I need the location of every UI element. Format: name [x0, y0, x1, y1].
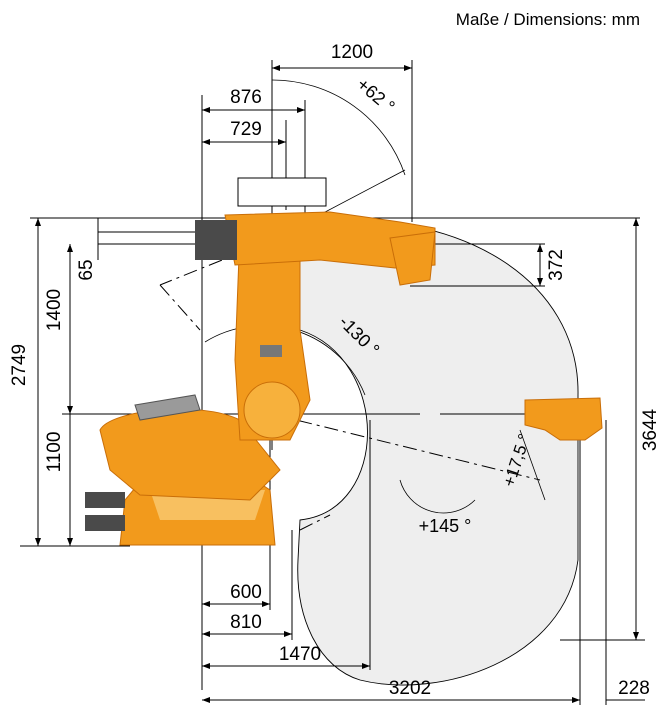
robot-upper-arm: [224, 211, 436, 269]
dim-65: 65: [76, 259, 97, 280]
dim-228: 228: [618, 678, 650, 699]
arm-label-plate: [260, 345, 282, 357]
dim-876: 876: [230, 87, 262, 108]
robot-wrist-extended: [524, 397, 603, 441]
joint-2: [243, 381, 301, 439]
dim-810: 810: [230, 612, 262, 633]
counterbalance: [134, 394, 201, 421]
base-motor-1: [85, 492, 125, 508]
angle-arcs: [159, 79, 546, 531]
dim-372: 372: [546, 249, 567, 281]
angle-plus-145: +145 °: [419, 516, 472, 536]
dim-1400: 1400: [44, 289, 65, 331]
base-motor-2: [85, 515, 125, 531]
dimension-arrows: [35, 65, 639, 703]
work-envelope: [297, 219, 579, 686]
arm-motor-top: [237, 177, 327, 207]
dimensions-title: Maße / Dimensions: mm: [456, 10, 640, 29]
robot-wrist-upper: [389, 231, 436, 286]
dim-729: 729: [230, 119, 262, 140]
arm-motor-rear: [195, 220, 237, 260]
dim-600: 600: [230, 582, 262, 603]
dim-1200: 1200: [331, 42, 373, 63]
dimension-labels: 1200 876 729 600 810 1470 3202 228 2749 …: [9, 42, 656, 699]
dim-2749: 2749: [9, 344, 30, 386]
dim-1470: 1470: [279, 644, 321, 665]
dim-3644: 3644: [640, 408, 656, 451]
dim-3202: 3202: [389, 678, 431, 699]
dim-1100: 1100: [44, 432, 65, 473]
robot-arm: [85, 177, 603, 546]
